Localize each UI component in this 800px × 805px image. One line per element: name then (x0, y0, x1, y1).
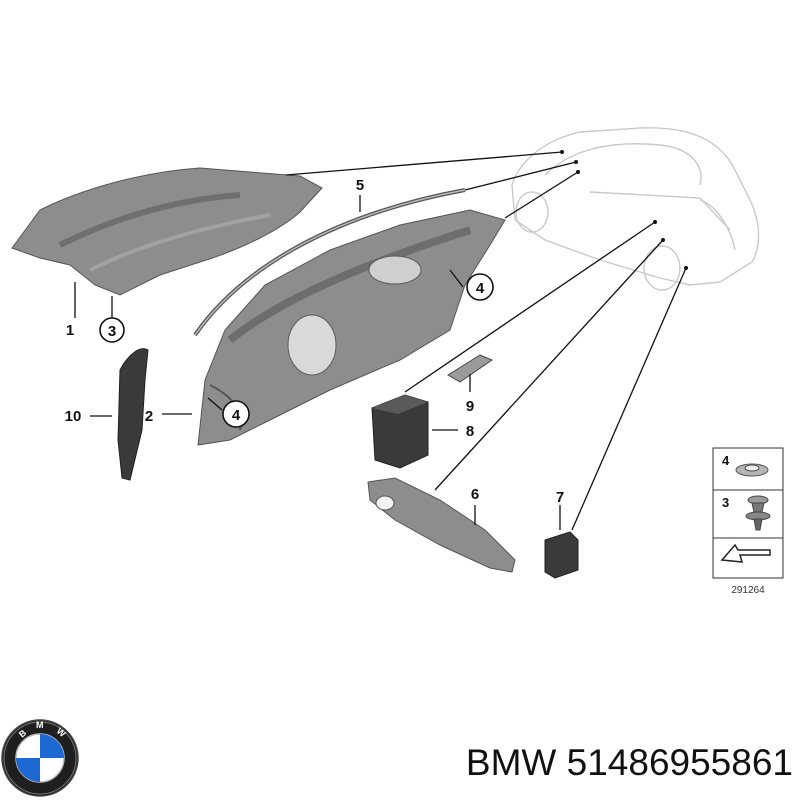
callout-3: 3 (108, 323, 116, 340)
part-number: 51486955861 (566, 742, 793, 783)
callout-8: 8 (466, 423, 474, 440)
brand-part-number: BMW 51486955861 (408, 738, 793, 788)
push-clip-icon (745, 495, 771, 531)
part-7-small-block (544, 531, 579, 579)
grommet-icon (735, 463, 769, 477)
legend-item-4: 4 (722, 453, 730, 468)
car-outline (511, 127, 760, 291)
legend-ref-number: 291264 (731, 585, 765, 596)
legend-item-3: 3 (722, 495, 729, 510)
callout-2: 2 (145, 408, 153, 425)
brand-name: BMW (465, 742, 557, 783)
callout-10: 10 (65, 408, 82, 425)
part-5-seal-strip (193, 188, 466, 337)
callout-5: 5 (356, 177, 364, 194)
part-2-bulkhead-insulation (197, 209, 506, 446)
callout-3-circle (99, 317, 125, 343)
logo-letter-m: M (36, 720, 44, 730)
callout-9: 9 (466, 398, 474, 415)
callout-7: 7 (556, 489, 564, 506)
part-6-angled-pad (367, 477, 516, 573)
logo-letter-b: B (17, 727, 29, 739)
bmw-logo: B M W (1, 719, 79, 797)
callout-4a-circle (466, 273, 494, 301)
part-10-side-pad (117, 348, 149, 481)
callout-6: 6 (471, 486, 479, 503)
callout-4b: 4 (232, 407, 241, 424)
callout-1: 1 (66, 322, 74, 339)
part-8-block (371, 394, 429, 469)
leader-lines (74, 150, 688, 531)
arrow-bracket-icon (720, 543, 771, 563)
fastener-legend: 4 3 291264 (712, 447, 784, 596)
callout-4a: 4 (476, 280, 485, 297)
part-1-insulation-panel (11, 167, 323, 296)
part-9-clip (447, 354, 494, 383)
callout-4b-circle (222, 400, 250, 428)
